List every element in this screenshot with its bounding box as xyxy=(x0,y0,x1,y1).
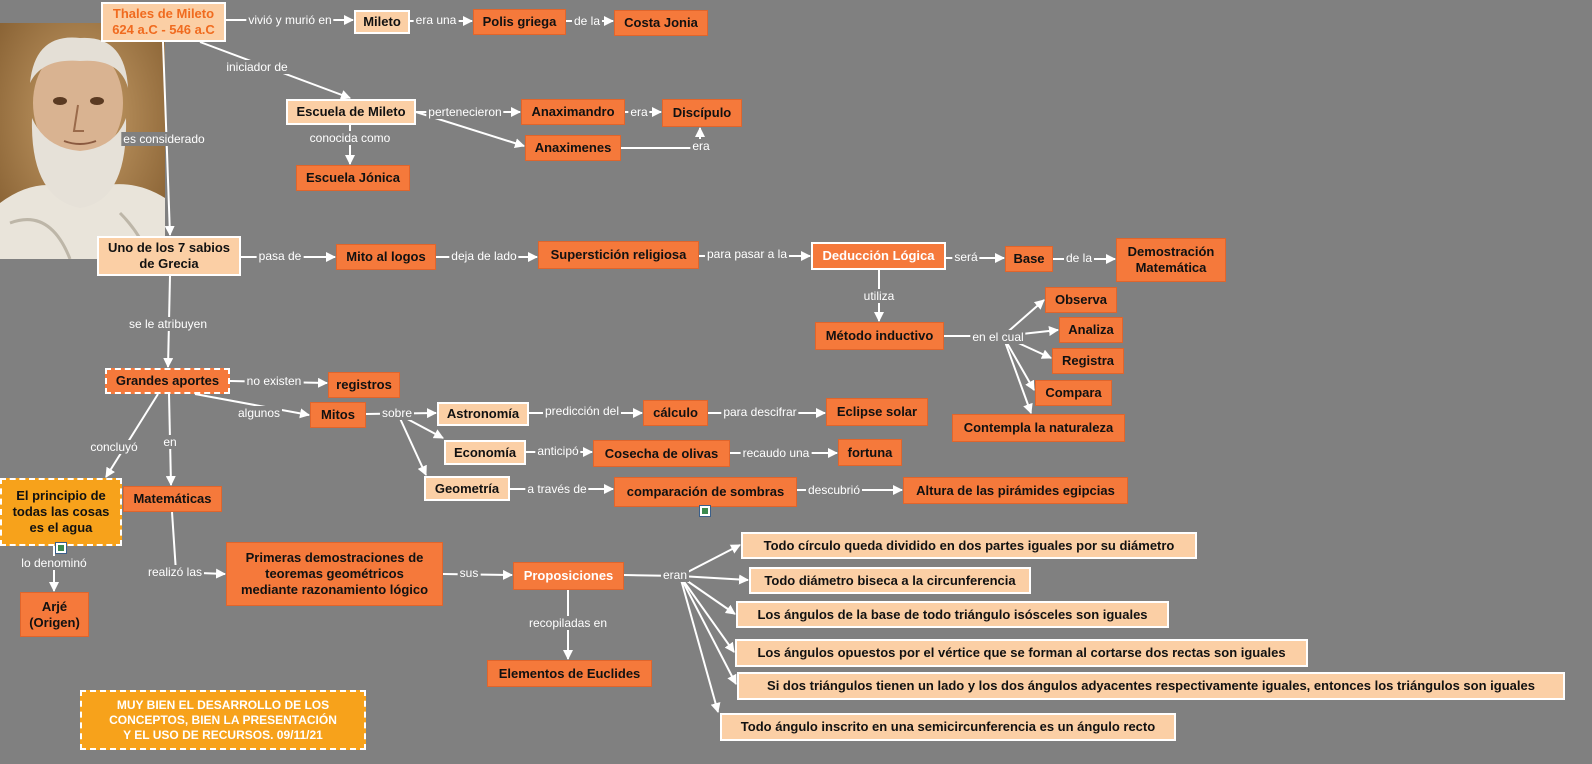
label-para-descifrar: para descifrar xyxy=(721,405,799,419)
label-pertenecieron: pertenecieron xyxy=(426,105,504,119)
label-conocida: conocida como xyxy=(307,131,393,145)
label-en: en xyxy=(161,435,179,449)
label-en-el-cual: en el cual xyxy=(970,330,1026,344)
label-recopiladas: recopiladas en xyxy=(526,616,610,630)
node-compara[interactable]: Compara xyxy=(1035,380,1112,406)
label-descubrio: descubrió xyxy=(805,483,863,497)
l-hub-p4 xyxy=(679,575,735,653)
label-no-existen: no existen xyxy=(244,374,304,388)
node-matematicas[interactable]: Matemáticas xyxy=(123,486,222,512)
label-era-1: era xyxy=(628,105,650,119)
l-grandes-principio xyxy=(105,393,159,478)
node-anaximandro[interactable]: Anaximandro xyxy=(521,99,625,125)
node-proposicion-5[interactable]: Si dos triángulos tienen un lado y los d… xyxy=(737,672,1565,700)
label-de-la-1: de la xyxy=(571,14,603,28)
node-contempla[interactable]: Contempla la naturaleza xyxy=(952,414,1125,442)
label-sera: será xyxy=(952,250,980,264)
node-principio-agua[interactable]: El principio de todas las cosas es el ag… xyxy=(0,478,122,546)
node-altura-piramides[interactable]: Altura de las pirámides egipcias xyxy=(903,477,1128,504)
node-cosecha-olivas[interactable]: Cosecha de olivas xyxy=(593,440,730,467)
node-economia[interactable]: Economía xyxy=(444,440,526,465)
node-escuela-mileto[interactable]: Escuela de Mileto xyxy=(286,99,416,125)
node-eclipse-solar[interactable]: Eclipse solar xyxy=(826,398,928,426)
node-primeras-demostraciones[interactable]: Primeras demostraciones de teoremas geom… xyxy=(226,542,443,606)
label-algunos: algunos xyxy=(235,406,283,420)
label-realizo: realizó las xyxy=(145,565,205,579)
label-a-traves: a través de xyxy=(525,482,589,496)
l-hub-p3 xyxy=(679,575,736,615)
node-elementos-euclides[interactable]: Elementos de Euclides xyxy=(487,660,652,687)
node-metodo-inductivo[interactable]: Método inductivo xyxy=(815,322,944,350)
attachment-icon-sombras[interactable] xyxy=(699,505,711,517)
label-utiliza: utiliza xyxy=(861,289,897,303)
label-sobre: sobre xyxy=(379,406,415,420)
label-era-2: era xyxy=(690,139,712,153)
node-grandes-aportes[interactable]: Grandes aportes xyxy=(105,368,230,394)
node-polis-griega[interactable]: Polis griega xyxy=(473,9,566,35)
label-para-pasar: para pasar a la xyxy=(704,247,790,261)
node-thales[interactable]: Thales de Mileto 624 a.C - 546 a.C xyxy=(101,2,226,42)
node-siete-sabios[interactable]: Uno de los 7 sabios de Grecia xyxy=(97,236,241,276)
label-pasa-de: pasa de xyxy=(256,249,304,263)
node-supersticion[interactable]: Superstición religiosa xyxy=(538,241,699,269)
node-proposicion-1[interactable]: Todo círculo queda dividido en dos parte… xyxy=(741,532,1197,559)
label-eran: eran xyxy=(660,568,690,582)
node-arje[interactable]: Arjé (Origen) xyxy=(20,592,89,637)
node-proposicion-3[interactable]: Los ángulos de la base de todo triángulo… xyxy=(736,601,1169,628)
label-recaudo: recaudo una xyxy=(740,446,812,460)
node-proposiciones[interactable]: Proposiciones xyxy=(513,562,624,590)
label-se-le-atribuyen: se le atribuyen xyxy=(126,317,210,331)
label-prediccion: predicción del xyxy=(542,404,622,418)
label-lo-denomino: lo denominó xyxy=(19,556,89,570)
label-iniciador: iniciador de xyxy=(224,60,290,74)
node-proposicion-4[interactable]: Los ángulos opuestos por el vértice que … xyxy=(735,639,1308,667)
node-registros[interactable]: registros xyxy=(328,372,400,398)
l-mitos-geometria xyxy=(397,413,427,476)
node-deduccion-logica[interactable]: Deducción Lógica xyxy=(811,242,946,270)
label-anticipo: anticipó xyxy=(535,444,581,458)
label-era-una: era una xyxy=(413,13,459,27)
node-geometria[interactable]: Geometría xyxy=(424,476,510,501)
node-demostracion-matematica[interactable]: Demostración Matemática xyxy=(1116,238,1226,282)
node-proposicion-6[interactable]: Todo ángulo inscrito en una semicircunfe… xyxy=(720,713,1176,741)
l-hub-p6 xyxy=(679,575,721,713)
node-base[interactable]: Base xyxy=(1005,246,1053,272)
node-registra[interactable]: Registra xyxy=(1052,348,1124,374)
attachment-icon-principio[interactable] xyxy=(55,542,67,554)
node-analiza[interactable]: Analiza xyxy=(1059,317,1123,343)
teacher-note: MUY BIEN EL DESARROLLO DE LOS CONCEPTOS,… xyxy=(80,690,366,750)
node-astronomia[interactable]: Astronomía xyxy=(437,402,529,426)
l-hub-p5 xyxy=(679,575,737,685)
l-grandes-mitos xyxy=(194,393,310,419)
node-anaximenes[interactable]: Anaximenes xyxy=(525,135,621,161)
label-vivio: vivió y murió en xyxy=(246,13,334,27)
label-de-la-2: de la xyxy=(1063,251,1095,265)
node-mileto[interactable]: Mileto xyxy=(354,10,410,34)
l-hub-p1 xyxy=(679,544,741,577)
node-observa[interactable]: Observa xyxy=(1045,287,1117,313)
node-proposicion-2[interactable]: Todo diámetro biseca a la circunferencia xyxy=(749,567,1031,594)
node-fortuna[interactable]: fortuna xyxy=(838,439,902,466)
node-escuela-jonica[interactable]: Escuela Jónica xyxy=(296,165,410,191)
l-hub-compara xyxy=(1002,335,1035,391)
l-hub-p2 xyxy=(679,574,749,585)
label-deja-de-lado: deja de lado xyxy=(449,249,519,263)
node-costa-jonia[interactable]: Costa Jonia xyxy=(614,10,708,36)
l-anaximenes-discipulo xyxy=(621,127,705,149)
node-comparacion-sombras[interactable]: comparación de sombras xyxy=(614,477,797,507)
node-discipulo[interactable]: Discípulo xyxy=(662,99,742,127)
node-mitos[interactable]: Mitos xyxy=(310,402,366,428)
node-calculo[interactable]: cálculo xyxy=(643,400,708,426)
label-concluyo: concluyó xyxy=(88,440,140,454)
l-hub-contempla xyxy=(1002,335,1033,414)
node-mito-logos[interactable]: Mito al logos xyxy=(336,244,436,270)
label-es-considerado: es considerado xyxy=(121,132,207,146)
label-sus: sus xyxy=(457,566,481,580)
